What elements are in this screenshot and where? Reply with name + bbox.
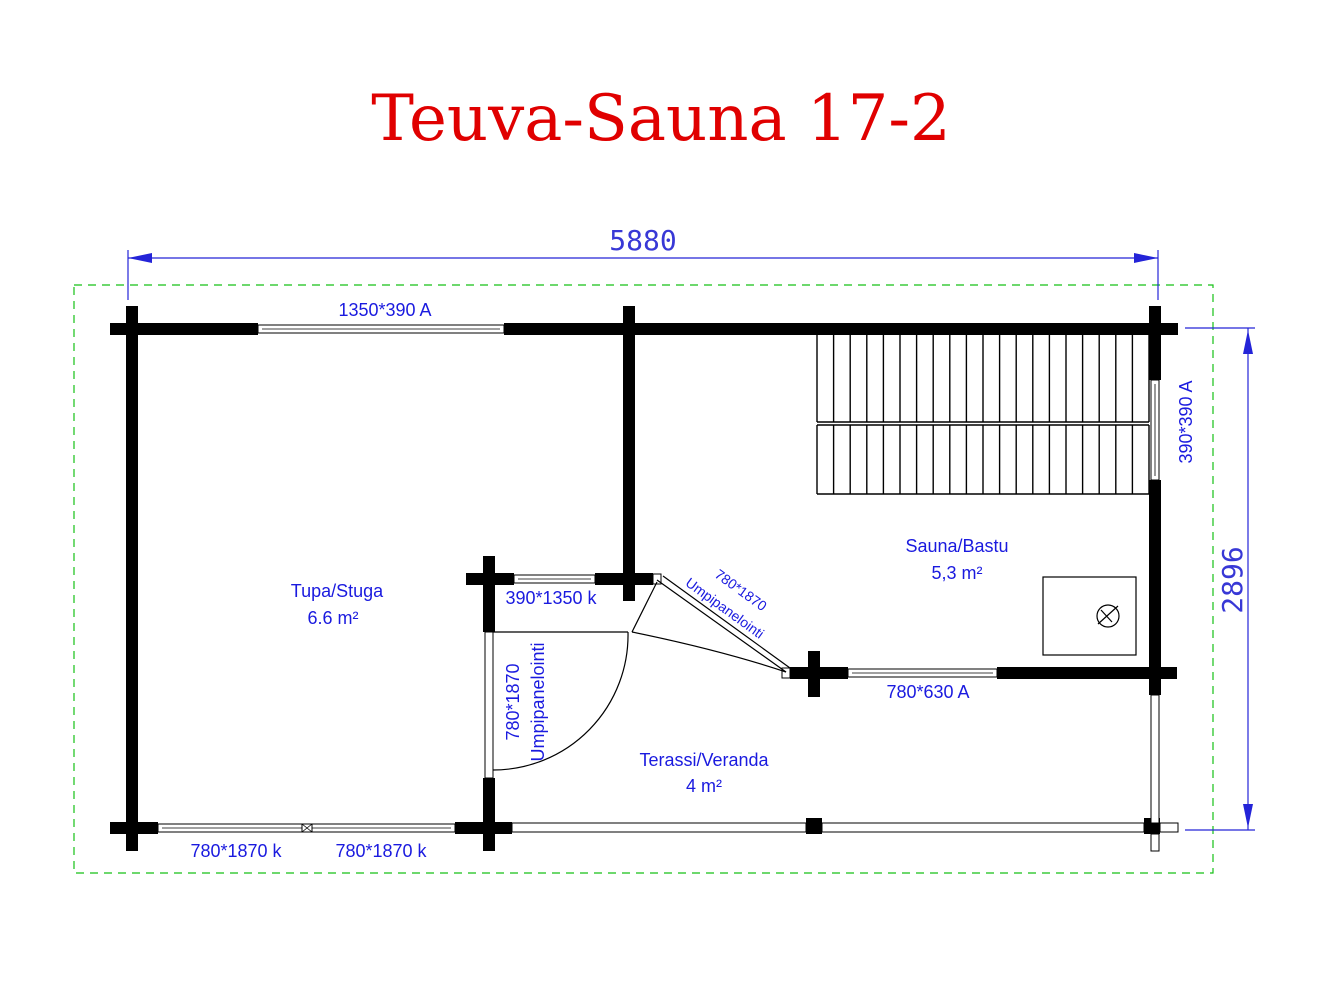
terrace-railing [511, 694, 1179, 852]
front-doors [157, 823, 456, 833]
label-door-front-left: 780*1870 k [190, 841, 282, 861]
label-window-sauna-front: 780*630 A [886, 682, 969, 702]
sauna-stove [1042, 576, 1137, 656]
room-sauna-area: 5,3 m² [931, 563, 982, 583]
window-sauna-front [847, 668, 998, 678]
room-terassi-area: 4 m² [686, 776, 722, 796]
room-terassi-name: Terassi/Veranda [639, 750, 769, 770]
room-tupa-name: Tupa/Stuga [291, 581, 384, 601]
depth-dimension-label: 2896 [1216, 546, 1249, 613]
tupa-door [484, 631, 629, 779]
sauna-door [631, 573, 791, 679]
label-window-inner: 390*1350 k [505, 588, 597, 608]
label-window-top: 1350*390 A [338, 300, 431, 320]
sauna-benches [816, 335, 1150, 495]
room-tupa-area: 6.6 m² [307, 608, 358, 628]
label-window-right: 390*390 A [1176, 380, 1196, 463]
window-inner [513, 574, 596, 584]
stove-icon [1096, 604, 1120, 628]
window-top [257, 324, 505, 334]
room-sauna-name: Sauna/Bastu [905, 536, 1008, 556]
roof-outline [73, 284, 1214, 874]
width-dimension: 5880 [127, 224, 1159, 300]
window-right [1150, 379, 1160, 481]
label-door-tupa-size: 780*1870 [503, 663, 523, 740]
walls [110, 306, 1178, 851]
depth-dimension: 2896 [1185, 327, 1255, 831]
plan-title: Teuva-Sauna 17-2 [371, 82, 950, 156]
label-door-tupa-type: Umpipanelointi [528, 642, 548, 761]
label-door-front-right: 780*1870 k [335, 841, 427, 861]
width-dimension-label: 5880 [609, 224, 676, 257]
